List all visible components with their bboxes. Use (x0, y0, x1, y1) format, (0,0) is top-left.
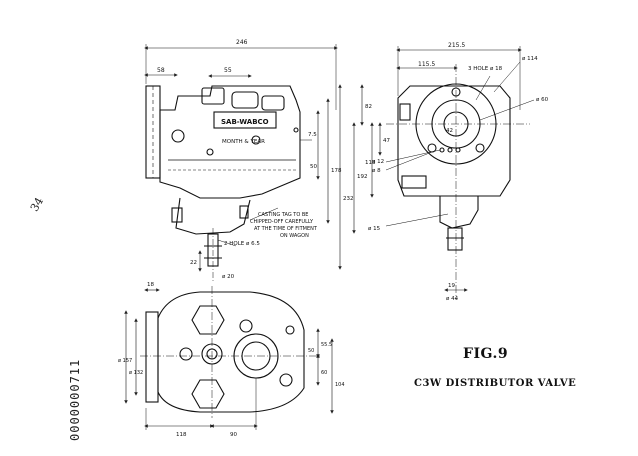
dim-label: 58 (157, 67, 165, 74)
dim-label: 104 (335, 382, 345, 388)
top-cap (201, 87, 225, 105)
bottom-body (157, 291, 305, 413)
bolt-hole (475, 143, 485, 153)
bottom-view (124, 286, 334, 430)
dim-label: ø 15 (368, 226, 381, 232)
side-lower-casting (439, 196, 479, 229)
dim-label: 82 (365, 104, 372, 110)
serial-number-text: 0000000711 (68, 358, 82, 441)
dim-label: 178 (331, 168, 342, 174)
dim-label: ø 44 (446, 296, 459, 302)
dim-label: ø 8 (372, 168, 381, 174)
side-view (338, 46, 535, 300)
dim-label: 232 (343, 196, 354, 202)
figure-number: FIG.9 (463, 346, 509, 362)
nameplate-subtext: MONTH & YEAR (222, 139, 265, 145)
dim-label: ø 132 (129, 370, 143, 376)
casting-note-line: CHIPPED-OFF CAREFULLY (250, 219, 314, 225)
dim-label: 90 (230, 432, 237, 438)
hex-plug (191, 379, 225, 409)
side-view-labels: 215.5 115.5 3 HOLE ø 18 ø 114 ø 60 42 82… (343, 42, 549, 302)
nameplate (213, 111, 277, 129)
hole-note: 2 HOLE ø 6.5 (224, 241, 260, 247)
front-body (159, 85, 301, 199)
dim-label: 118 (176, 432, 187, 438)
dim-label: 50 (310, 164, 317, 170)
front-view-labels: SAB-WABCO MONTH & YEAR 246 58 55 7.5 50 … (157, 39, 342, 280)
bolt-hole (427, 143, 437, 153)
bottom-view-labels: 18 ø 157 ø 132 118 90 55.5 60 50 104 (118, 282, 345, 438)
dim-label: 215.5 (448, 42, 465, 49)
side-body (397, 85, 511, 197)
front-port-hole (171, 129, 185, 143)
hex-plug (191, 305, 225, 335)
dim-label: 7.5 (308, 132, 317, 138)
dim-label: ø 114 (522, 56, 538, 62)
dim-label: 18 (147, 282, 154, 288)
casting-note-line: AT THE TIME OF FITMENT (254, 226, 318, 232)
dim-label: 192 (357, 174, 368, 180)
dim-label: 50 (308, 348, 314, 354)
dim-label: 19 (448, 283, 455, 289)
dim-label: 246 (236, 39, 248, 46)
dim-label: 42 (446, 128, 453, 134)
nameplate-text: SAB-WABCO (221, 118, 269, 126)
dim-label: ø 20 (222, 274, 235, 280)
dim-label: 60 (321, 370, 327, 376)
dim-label: 22 (190, 260, 197, 266)
dim-label: 55 (224, 67, 232, 74)
dim-label: 113 (365, 160, 376, 166)
dim-label: 47 (383, 138, 390, 144)
casting-note-line: ON WAGON (280, 233, 309, 239)
dim-label: 55.5 (321, 342, 332, 348)
bottom-flange (145, 311, 159, 403)
dim-label: ø 12 (372, 159, 384, 165)
dim-label: ø 60 (536, 97, 549, 103)
dim-label: 3 HOLE ø 18 (468, 66, 503, 72)
casting-note-line: CASTING TAG TO BE (258, 212, 308, 218)
front-view (144, 44, 338, 282)
figure-caption: C3W DISTRIBUTOR VALVE (414, 378, 577, 389)
dim-label: 115.5 (418, 61, 435, 68)
serial-number: 0000000711 (52, 333, 82, 443)
dim-label: ø 157 (118, 358, 132, 364)
